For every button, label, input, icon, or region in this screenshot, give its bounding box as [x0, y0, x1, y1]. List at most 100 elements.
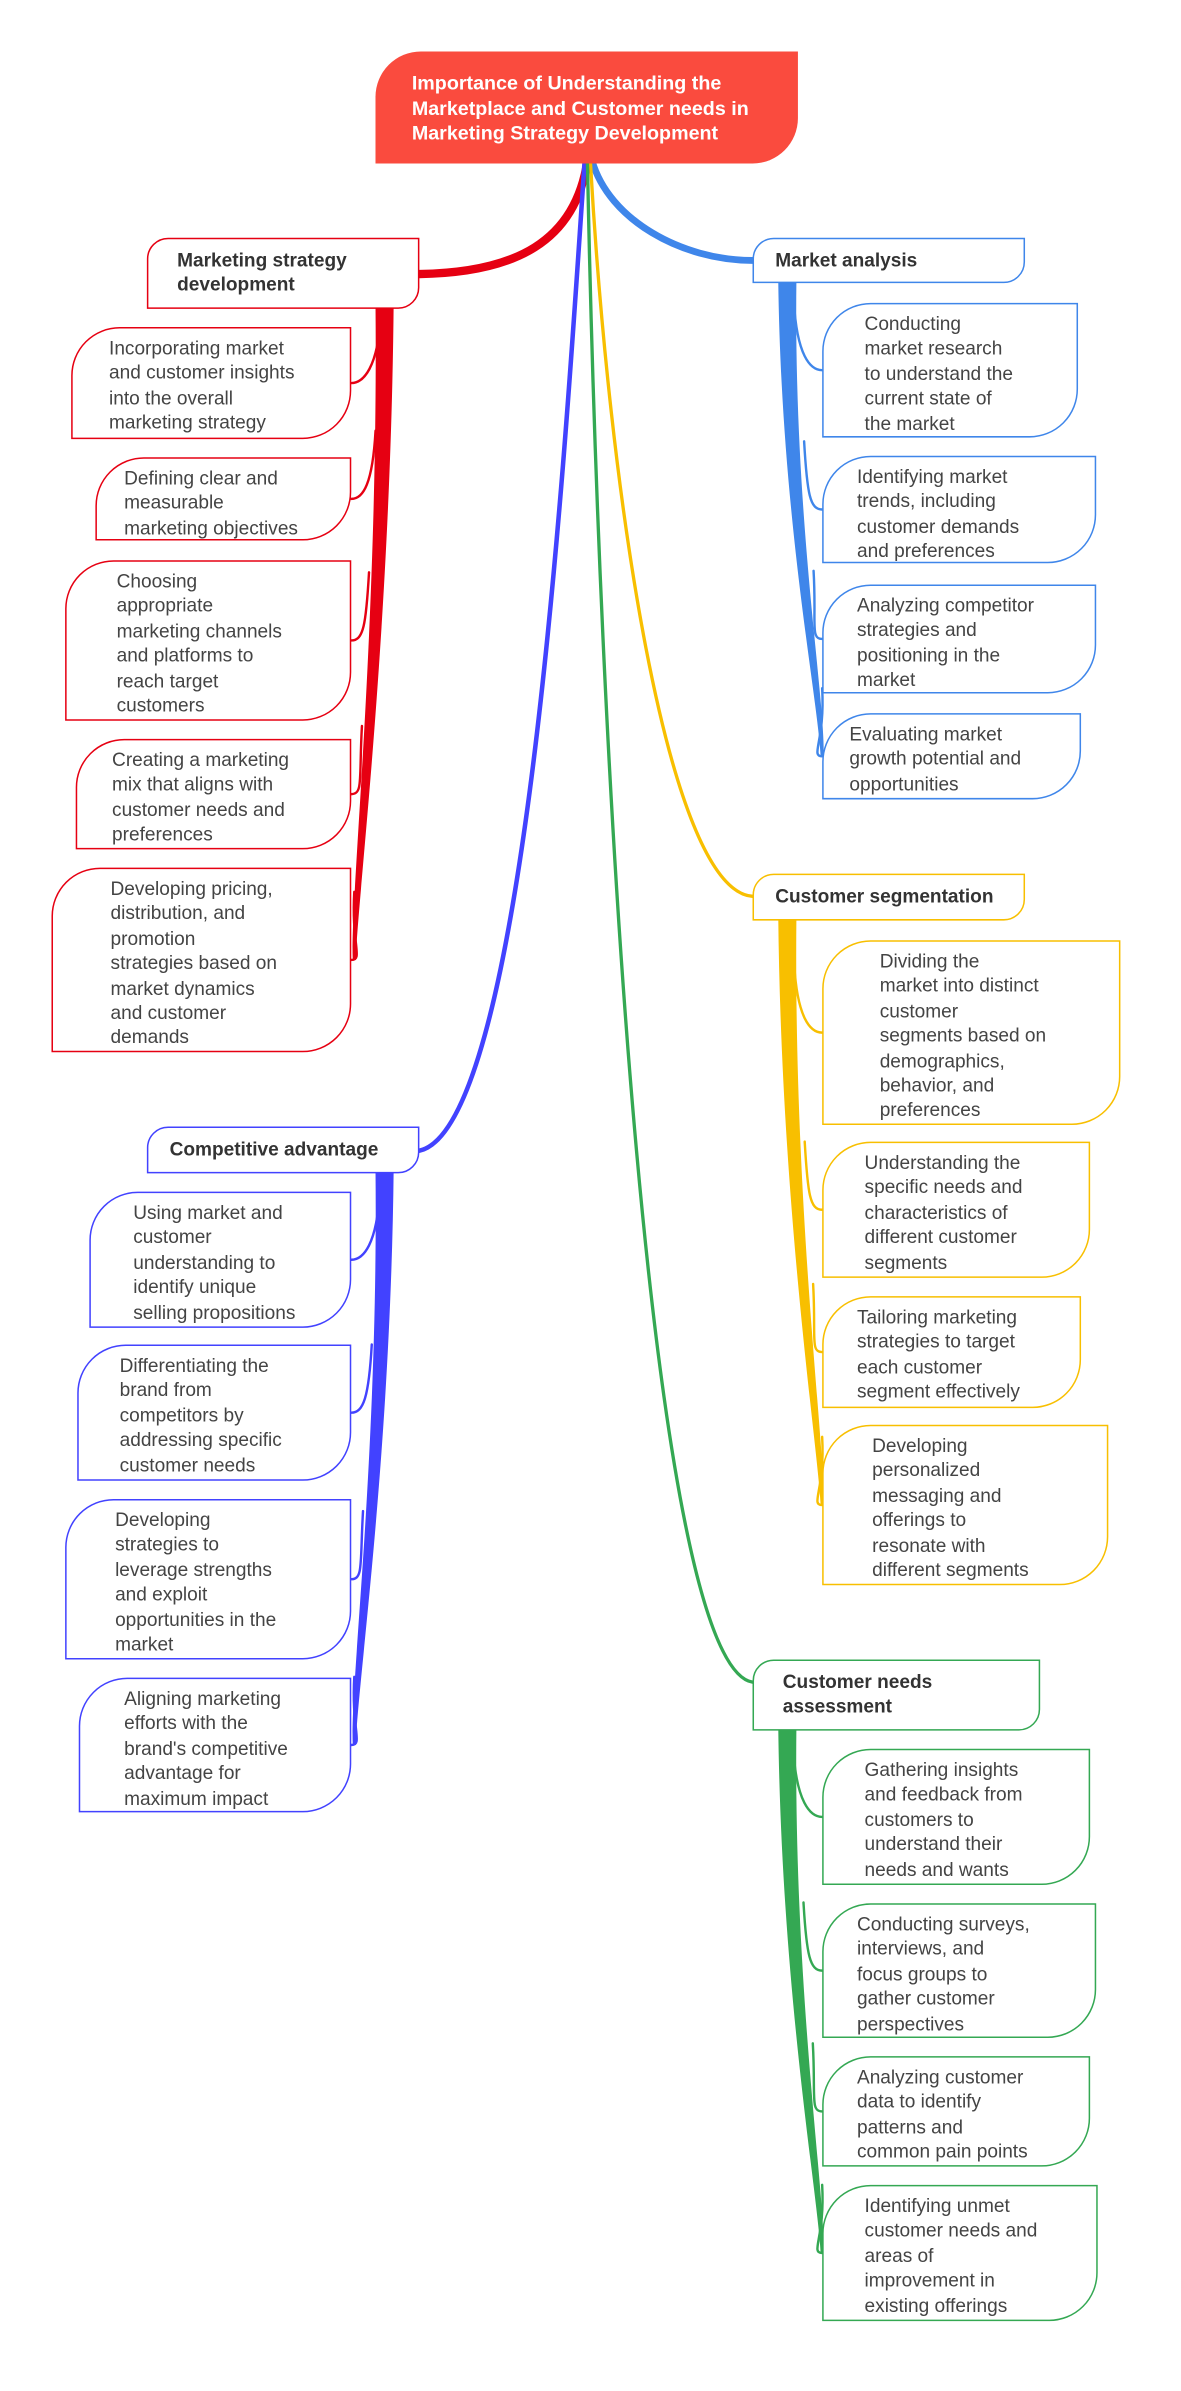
- topic-text-line: focus groups to: [856, 1963, 988, 1985]
- branch-connector-competitive-advantage: [417, 161, 587, 1153]
- branch-connector-marketing-strategy-development: [415, 156, 592, 279]
- topic-text-line: each customer: [856, 1356, 983, 1378]
- trunk-marketing-strategy-development: [352, 298, 394, 960]
- topic-text-line: strategies and: [856, 619, 977, 642]
- child-connector: [802, 1901, 824, 1972]
- topic-text-line: Using market and: [133, 1202, 283, 1224]
- topic-text-line: Identifying market: [856, 466, 1008, 488]
- topic-text-line: opportunities in the: [115, 1608, 277, 1631]
- topic-text-line: Analyzing customer: [856, 2066, 1024, 2088]
- topic-text-line: strategies to target: [856, 1331, 1015, 1353]
- root-line: Importance of Understanding the: [411, 71, 722, 94]
- topic-text-line: the market: [864, 412, 955, 434]
- topic-text-line: addressing specific: [119, 1429, 282, 1451]
- topic-text-line: perspectives: [856, 2013, 965, 2035]
- topic-text-line: Customer segmentation: [775, 885, 994, 907]
- topic-text-line: strategies based on: [110, 952, 277, 974]
- trunk-market-analysis: [778, 275, 824, 757]
- topic-text-line: existing offerings: [864, 2294, 1008, 2317]
- topic-text-line: Identifying unmet: [864, 2195, 1010, 2217]
- child-connector: [350, 313, 383, 385]
- topic-text-line: different customer: [864, 1226, 1017, 1248]
- topic-text-line: resonate with: [872, 1534, 986, 1556]
- topic-text-line: brand's competitive: [124, 1737, 288, 1760]
- topic-text-line: behavior, and: [879, 1075, 995, 1097]
- main-topic-market-analysis[interactable]: Market analysis: [752, 237, 1026, 284]
- topic-text-line: selling propositions: [133, 1301, 296, 1323]
- topic-text-line: customer demands: [856, 516, 1020, 538]
- topic-text-line: and preferences: [856, 540, 995, 563]
- child-connector: [792, 1747, 824, 1819]
- topic-text-line: understand their: [864, 1833, 1003, 1856]
- topic-text-line: Analyzing competitor: [856, 595, 1034, 617]
- child-connector: [816, 686, 824, 758]
- main-topic-customer-segmentation[interactable]: Customer segmentation: [752, 873, 1026, 921]
- child-connector: [812, 569, 824, 641]
- main-topic-competitive-advantage[interactable]: Competitive advantage: [146, 1126, 420, 1174]
- topic-text-line: opportunities: [849, 773, 959, 795]
- topic-text-line: into the overall: [109, 387, 234, 409]
- child-connector: [350, 429, 377, 501]
- topic-text-line: development: [177, 274, 295, 296]
- topic-text-line: areas of: [864, 2245, 934, 2267]
- topic-text-line: improvement in: [864, 2269, 995, 2292]
- topic-text-line: and customer insights: [109, 362, 295, 384]
- child-connector: [350, 1509, 365, 1581]
- topic-text-line: segments: [864, 1251, 948, 1273]
- topic-text-line: customer: [133, 1227, 212, 1249]
- topic-text-line: common pain points: [856, 2141, 1028, 2163]
- topic-text-line: growth potential and: [849, 748, 1022, 770]
- topic-text-line: Evaluating market: [849, 723, 1003, 745]
- topic-text-line: data to identify: [856, 2091, 982, 2113]
- subtopic-customer-needs-assessment[interactable]: Analyzing customer data to identify patter…: [822, 2056, 1091, 2167]
- topic-text-line: patterns and: [856, 2116, 964, 2138]
- topic-text-line: Differentiating the: [119, 1355, 269, 1377]
- subtopic-market-analysis[interactable]: Evaluating market growth potential and opp…: [822, 713, 1082, 800]
- topic-text-line: demands: [110, 1027, 189, 1049]
- root-line: Marketplace and Customer needs in: [411, 96, 749, 119]
- topic-text-line: preferences: [879, 1099, 981, 1122]
- topic-text-line: demographics,: [879, 1050, 1005, 1072]
- root-line: Marketing Strategy Development: [411, 121, 719, 144]
- topic-text-line: Gathering insights: [864, 1759, 1019, 1781]
- topic-text-line: Choosing: [116, 570, 198, 593]
- subtopic-customer-segmentation[interactable]: Tailoring marketing strategies to target e…: [822, 1296, 1082, 1409]
- child-connector: [793, 963, 824, 1034]
- root-topic[interactable]: Importance of Understanding the Marketpl…: [375, 51, 798, 164]
- topic-text-line: preferences: [112, 824, 213, 846]
- topic-text-line: and customer: [110, 1002, 227, 1024]
- topic-text-line: brand from: [119, 1379, 212, 1402]
- topic-text-line: personalized: [872, 1460, 981, 1482]
- topic-text-line: gather customer: [856, 1988, 995, 2010]
- topic-text-line: strategies to: [115, 1534, 219, 1556]
- topic-text-line: Developing: [872, 1435, 968, 1457]
- branch-connector-customer-needs-assessment: [585, 161, 755, 1684]
- topic-text-line: Marketing strategy: [177, 249, 347, 272]
- topic-text-line: assessment: [782, 1696, 892, 1718]
- child-connector: [803, 1140, 824, 1211]
- topic-text-line: Defining clear and: [124, 467, 278, 490]
- topic-text-line: Tailoring marketing: [856, 1306, 1018, 1328]
